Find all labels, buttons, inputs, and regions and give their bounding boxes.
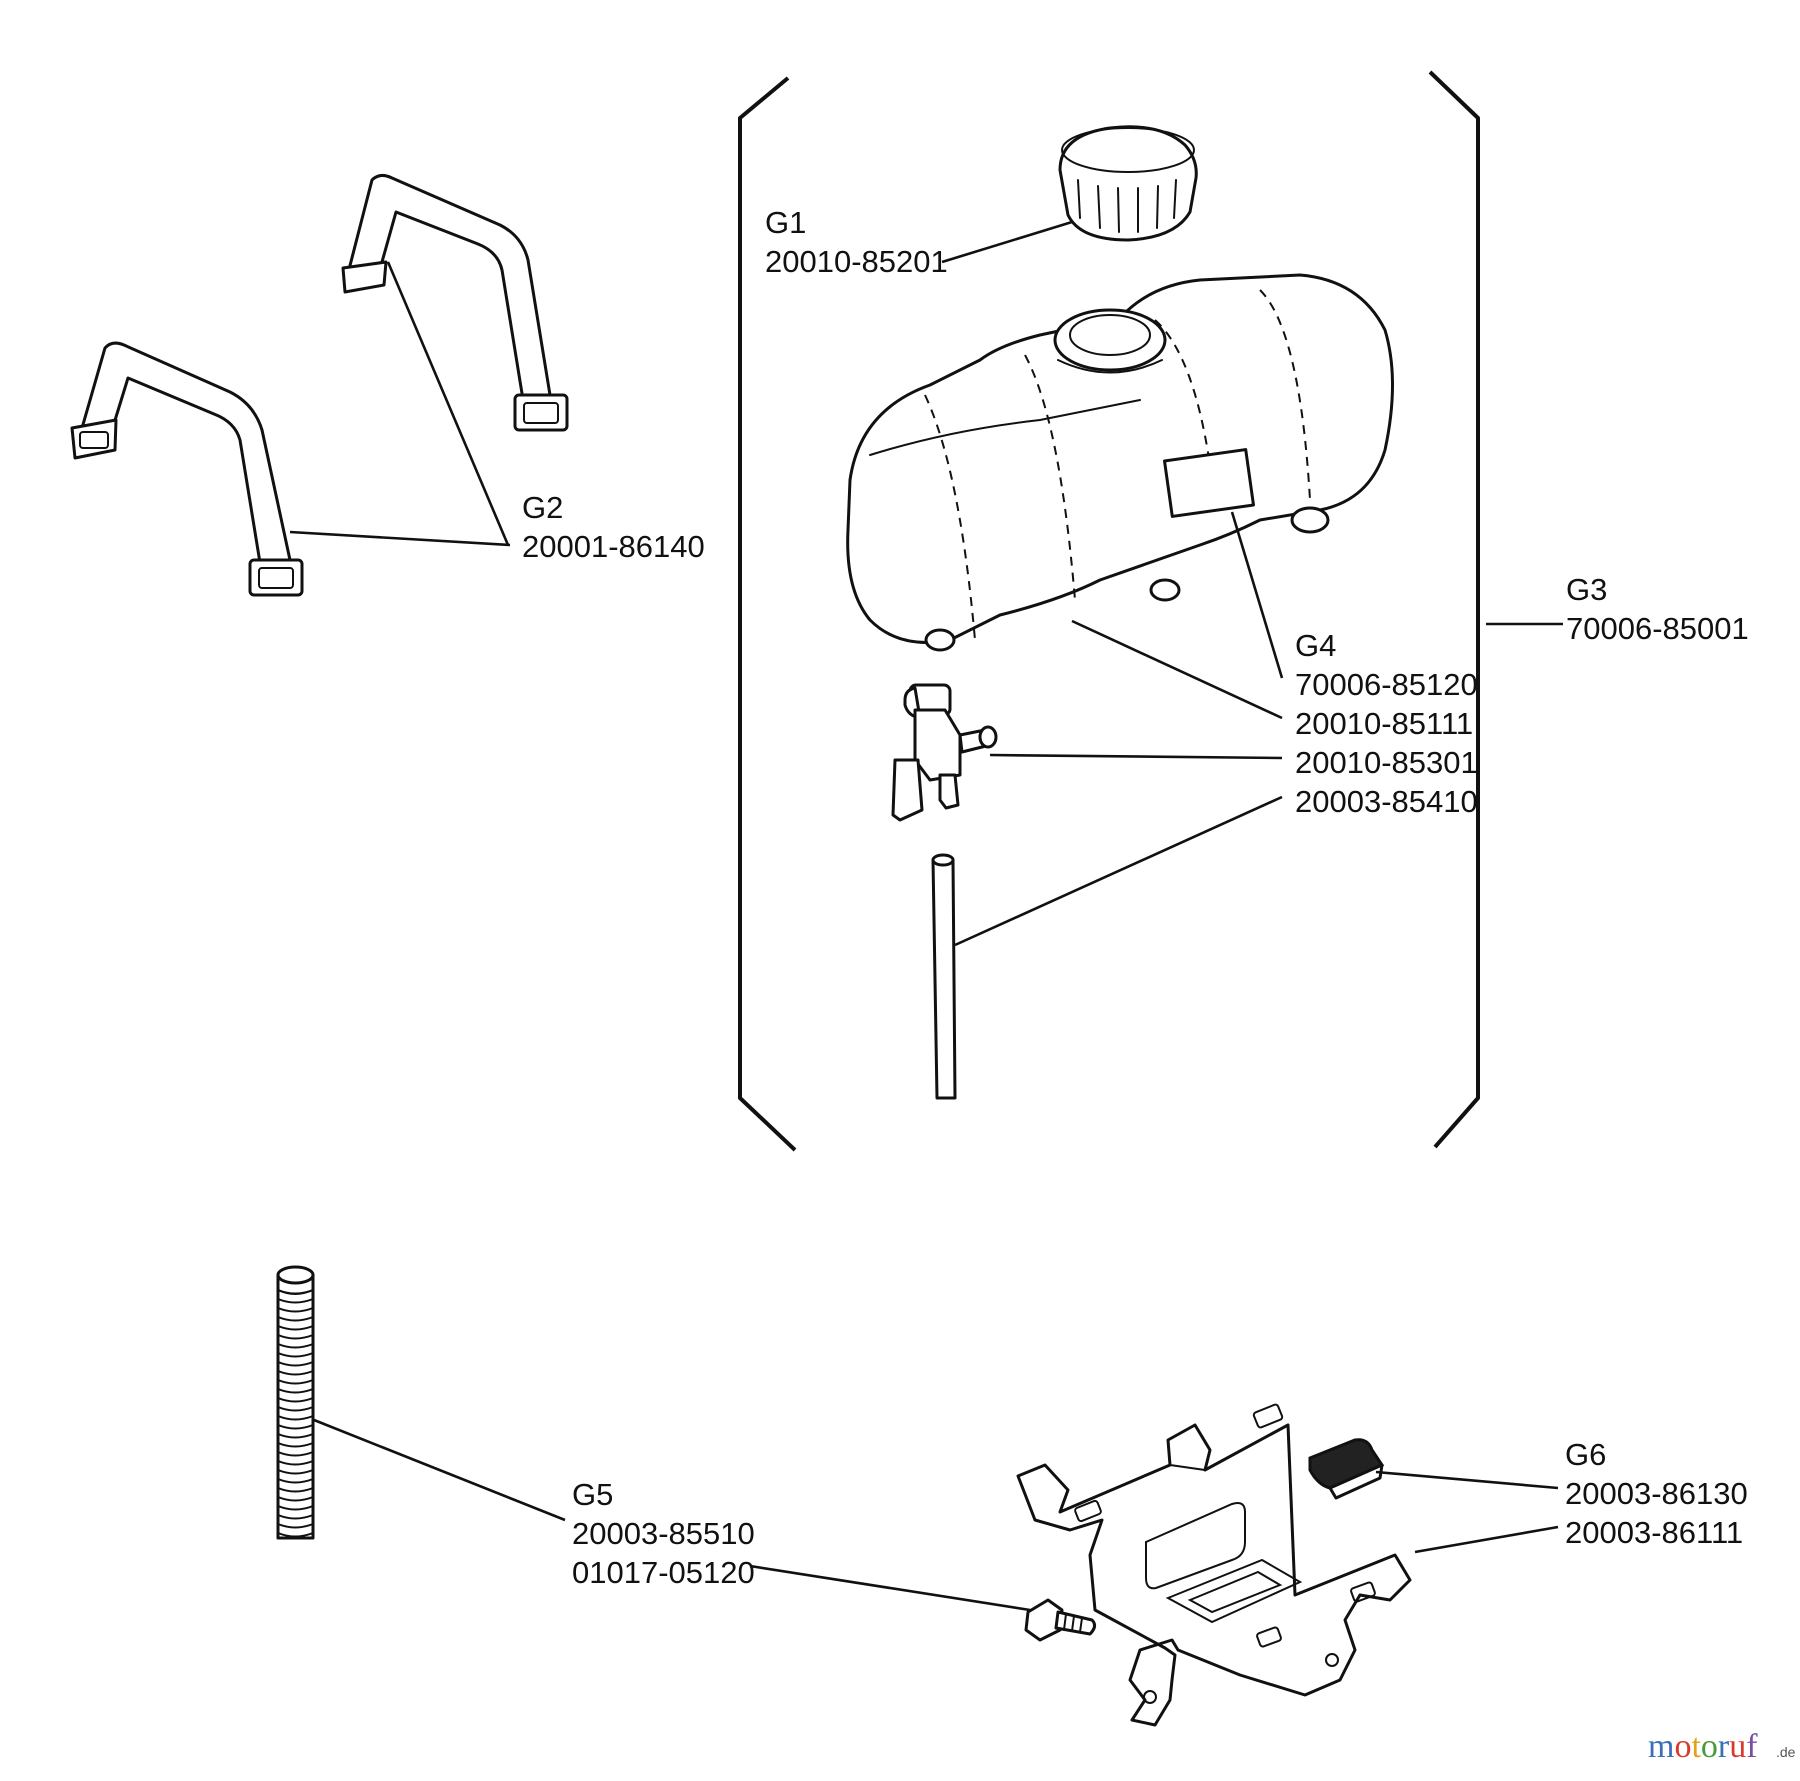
callout-g6-part-0: 20003-86130	[1565, 1476, 1748, 1511]
hose-protector-rib	[277, 1361, 314, 1367]
hose-protector-rib	[277, 1298, 314, 1304]
callout-g5: G5 20003-85510 01017-05120	[572, 1477, 755, 1590]
hose-protector-rib	[277, 1523, 314, 1529]
hose-protector-rib	[277, 1397, 314, 1403]
hose-protector-ribs	[277, 1289, 314, 1538]
callout-g5-part-1: 01017-05120	[572, 1555, 755, 1590]
callout-g3-part: 70006-85001	[1566, 611, 1749, 646]
callout-g6-part-1: 20003-86111	[1565, 1515, 1743, 1550]
bolt-icon	[1024, 1598, 1097, 1642]
hose-protector-rib	[277, 1433, 314, 1439]
hose-protector-rib	[277, 1370, 314, 1376]
callout-g2-part: 20001-86140	[522, 529, 705, 564]
hose-protector-rib	[277, 1289, 314, 1295]
hose-protector-rib	[277, 1316, 314, 1322]
hose-protector-rib	[277, 1478, 314, 1484]
leader-lines	[289, 220, 1563, 1612]
hose-protector-rib	[277, 1343, 314, 1349]
callout-g3: G3 70006-85001	[1566, 572, 1749, 646]
hose-protector-rib	[277, 1415, 314, 1421]
svg-text:motoruf: motoruf	[1648, 1728, 1758, 1765]
hose-protector-rib	[277, 1334, 314, 1340]
watermark-logo: motoruf .de	[1648, 1728, 1796, 1765]
callout-g1-ref: G1	[765, 205, 806, 240]
callout-g5-ref: G5	[572, 1477, 613, 1512]
callout-g6-ref: G6	[1565, 1437, 1606, 1472]
callout-g2: G2 20001-86140	[522, 490, 705, 564]
hose-protector-rib	[277, 1487, 314, 1493]
callout-g4-part-2: 20010-85301	[1295, 745, 1478, 780]
callout-g1: G1 20010-85201	[765, 205, 948, 279]
hose-protector-rib	[277, 1460, 314, 1466]
hose-protector-rib	[277, 1379, 314, 1385]
hose-protector-rib	[277, 1496, 314, 1502]
hose-protector-rib	[277, 1442, 314, 1448]
watermark-suffix: .de	[1776, 1744, 1796, 1760]
assembly-bracket	[738, 70, 1480, 1152]
callout-g6: G6 20003-86130 20003-86111	[1565, 1437, 1748, 1550]
hose-protector-rib	[277, 1388, 314, 1394]
hose-protector-rib	[277, 1307, 314, 1313]
hose-protector-rib	[277, 1424, 314, 1430]
callout-g4-part-0: 70006-85120	[1295, 667, 1478, 702]
carry-handle-icon	[70, 173, 569, 597]
callout-g1-part: 20010-85201	[765, 244, 948, 279]
hose-protector-rib	[277, 1352, 314, 1358]
fuel-cock-icon	[891, 683, 998, 822]
rubber-pad-icon	[1308, 1438, 1385, 1500]
fuel-cap-icon	[1058, 125, 1198, 242]
hose-protector-rib	[277, 1505, 314, 1511]
hose-protector-rib	[277, 1514, 314, 1520]
callout-g4-part-3: 20003-85410	[1295, 784, 1478, 819]
hose-protector-rib	[277, 1451, 314, 1457]
callout-g4-part-1: 20010-85111	[1295, 706, 1473, 741]
hose-protector-rib	[277, 1406, 314, 1412]
hose-protector-rib	[277, 1469, 314, 1475]
callout-g2-ref: G2	[522, 490, 563, 525]
callout-g3-ref: G3	[1566, 572, 1607, 607]
hose-protector-rib	[277, 1532, 314, 1538]
callout-g4: G4 70006-85120 20010-85111 20010-85301 2…	[1295, 628, 1478, 819]
fuel-hose-icon	[931, 853, 957, 1100]
fuel-tank-icon	[846, 273, 1394, 652]
callout-g4-ref: G4	[1295, 628, 1336, 663]
callout-g5-part-0: 20003-85510	[572, 1516, 755, 1551]
tank-bracket-icon	[1016, 1403, 1412, 1727]
hose-protector-rib	[277, 1325, 314, 1331]
